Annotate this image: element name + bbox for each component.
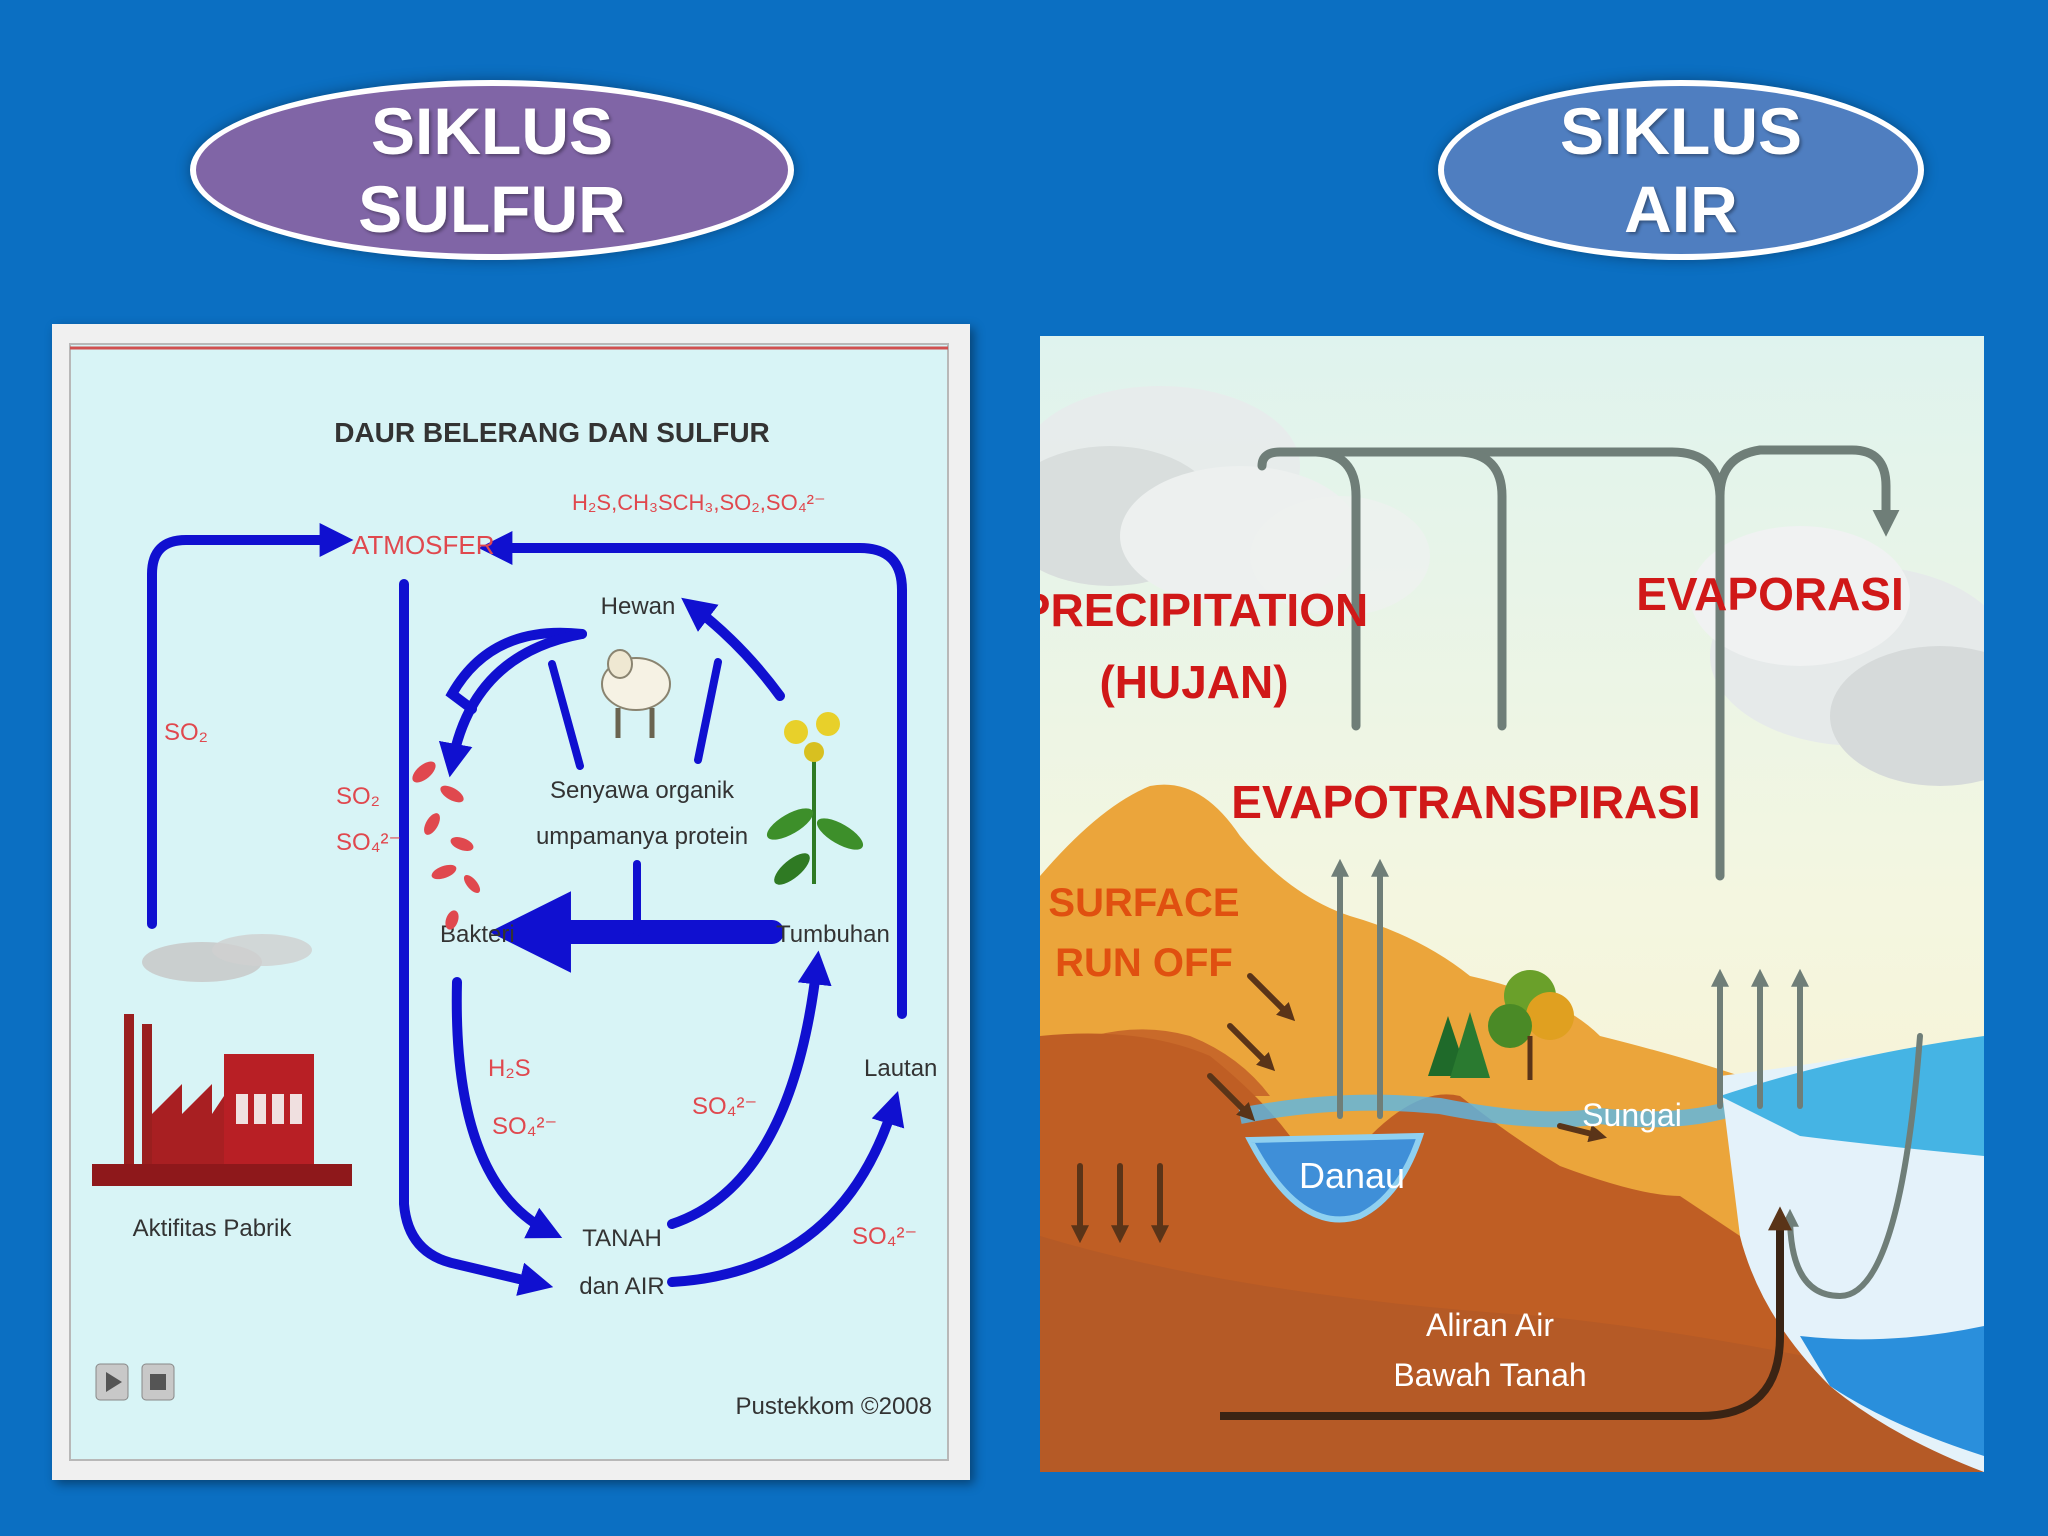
plant-icon <box>766 712 864 885</box>
arrow-tumbuhan-to-hewan <box>681 597 785 701</box>
label-credit: Pustekkom ©2008 <box>736 1393 932 1420</box>
sulfur-cycle-panel: DAUR BELERANG DAN SULFUR ATMOSFER H₂S,CH… <box>52 324 970 1480</box>
title-sulfur-line2: SULFUR <box>358 172 626 246</box>
label-aliran-line1: Aliran Air <box>1426 1307 1554 1343</box>
label-senyawa-line1: Senyawa organik <box>550 777 735 804</box>
arrow-lautan-to-atmosfer <box>478 530 907 1019</box>
title-air-line1: SIKLUS <box>1559 94 1803 168</box>
water-cycle-diagram: PRECIPITATION (HUJAN) EVAPORASI EVAPOTRA… <box>1000 336 2048 1472</box>
evapotranspiration-arrows <box>1331 858 1923 1300</box>
bacteria-icon <box>412 761 481 930</box>
arrow-tanah-to-lautan <box>667 1091 905 1287</box>
sulfur-arrows <box>147 522 907 1296</box>
title-air-line2: AIR <box>1624 172 1738 246</box>
label-so2-left: SO₂ <box>164 719 208 746</box>
label-so4-mid: SO₄²⁻ <box>336 829 401 856</box>
lake <box>1245 1132 1425 1223</box>
evaporation-arrows <box>1257 445 1900 881</box>
arrow-bakteri-to-tanah <box>451 977 563 1239</box>
label-evaporasi: EVAPORASI <box>1636 568 1904 620</box>
trees-icon <box>1428 970 1574 1080</box>
cloud-center-icon <box>1250 496 1430 616</box>
label-aktifitas: Aktifitas Pabrik <box>133 1215 293 1242</box>
label-h2s: H₂S <box>488 1055 531 1082</box>
label-runoff-line1: SURFACE <box>1048 881 1239 925</box>
arrow-hewan-to-bakteri <box>438 629 587 778</box>
label-hewan: Hewan <box>601 593 676 620</box>
label-aliran-line2: Bawah Tanah <box>1393 1357 1586 1393</box>
arrow-hewan-branch <box>445 627 587 714</box>
sulfur-heading: DAUR BELERANG DAN SULFUR <box>334 417 770 448</box>
title-siklus-air: SIKLUS AIR <box>1438 80 1924 260</box>
stop-button-icon[interactable] <box>141 1363 175 1401</box>
label-so4-bottom: SO₄²⁻ <box>852 1223 917 1250</box>
organic-link-lines <box>548 658 722 936</box>
factory-icon <box>92 934 352 1186</box>
label-atmosfer: ATMOSFER <box>352 530 495 560</box>
label-lautan: Lautan <box>864 1055 937 1082</box>
label-tanah-line1: TANAH <box>582 1225 662 1252</box>
groundwater-flow-arrow <box>1220 1206 1792 1420</box>
label-gases-top: H₂S,CH₃SCH₃,SO₂,SO₄²⁻ <box>572 490 826 515</box>
label-tumbuhan: Tumbuhan <box>776 921 890 948</box>
label-tanah-line2: dan AIR <box>579 1273 664 1300</box>
title-sulfur-line1: SIKLUS <box>370 94 614 168</box>
play-button-icon[interactable] <box>95 1363 129 1401</box>
label-senyawa-line2: umpamanya protein <box>536 823 748 850</box>
label-so4-right-low: SO₄²⁻ <box>692 1093 757 1120</box>
sea-deep <box>1800 1326 1984 1456</box>
label-evapotranspirasi: EVAPOTRANSPIRASI <box>1231 776 1700 828</box>
label-precipitation-line2: (HUJAN) <box>1099 656 1288 708</box>
runoff-arrows <box>1071 973 1607 1244</box>
river <box>1238 1094 1743 1128</box>
label-sungai: Sungai <box>1582 1097 1682 1133</box>
sheep-icon <box>601 649 671 738</box>
arrow-tanah-to-tumbuhan <box>667 950 832 1229</box>
label-runoff-line2: RUN OFF <box>1055 941 1233 985</box>
label-precipitation-line1: PRECIPITATION <box>1040 584 1368 636</box>
sulfur-cycle-diagram: DAUR BELERANG DAN SULFUR ATMOSFER H₂S,CH… <box>69 343 949 1461</box>
label-so2-mid: SO₂ <box>336 783 380 810</box>
title-siklus-sulfur: SIKLUS SULFUR <box>190 80 794 260</box>
label-danau: Danau <box>1299 1155 1405 1196</box>
arrow-atmosfer-to-tanah <box>399 579 554 1296</box>
arrow-factory-to-atmosfer <box>147 522 354 929</box>
water-cycle-panel: PRECIPITATION (HUJAN) EVAPORASI EVAPOTRA… <box>1000 336 2048 1472</box>
label-so4-left-low: SO₄²⁻ <box>492 1113 557 1140</box>
